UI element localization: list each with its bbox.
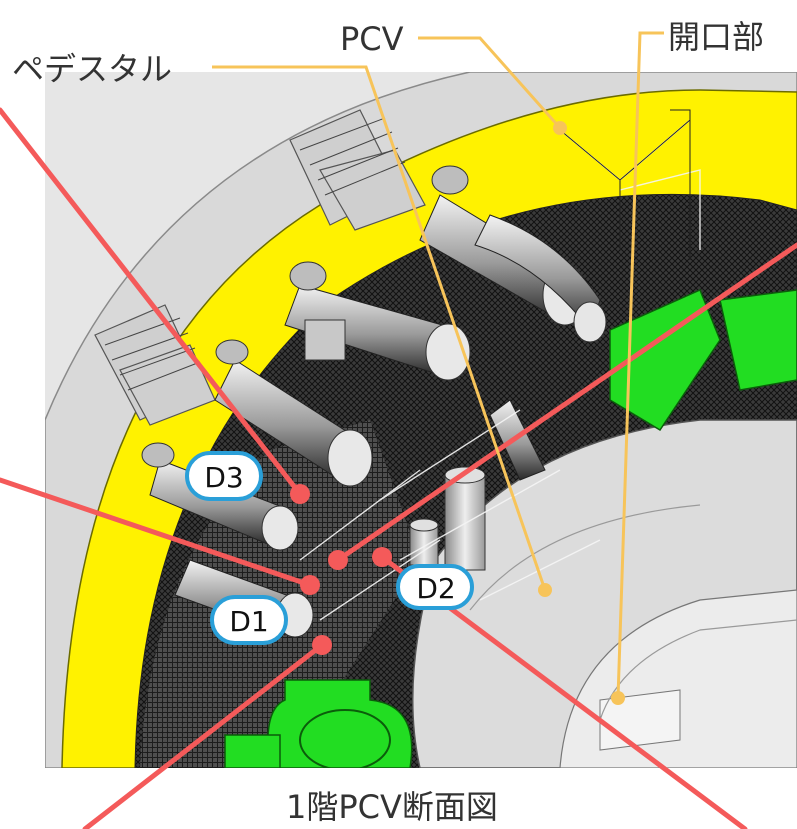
marker-d2-label: D2 [416,572,455,605]
pcv-label: PCV [340,20,404,58]
scan-point-d2 [372,547,392,567]
pedestal-label: ペデスタル [12,50,172,88]
marker-d3-label: D3 [204,461,243,494]
pedestal-leader [212,65,547,591]
figure-caption: 1階PCV断面図 [286,788,498,826]
marker-d1: D1 [210,595,288,645]
plant-illustration [45,72,797,768]
scan-point-d1 [300,575,320,595]
scan-point-center [328,550,348,570]
marker-d1-label: D1 [229,605,268,638]
opening-label: 開口部 [668,18,764,56]
scan-line-d1-left [0,477,313,588]
opening-leader [616,31,664,699]
scan-points [290,484,392,655]
pedestal-leader-dot [538,583,552,597]
pcv-leader [418,36,562,129]
scan-point-d3 [290,484,310,504]
marker-d2: D2 [396,564,474,610]
scan-line-d2-up [335,242,797,563]
green-equipment [224,288,797,768]
opening-leader-dot [611,691,625,705]
scan-line-d1-bottom [82,642,325,829]
scan-line-d3 [0,107,303,497]
marker-d3: D3 [185,451,263,501]
scan-point-d1-lower [312,635,332,655]
pcv-leader-dot [553,121,567,135]
leader-lines [212,31,664,699]
